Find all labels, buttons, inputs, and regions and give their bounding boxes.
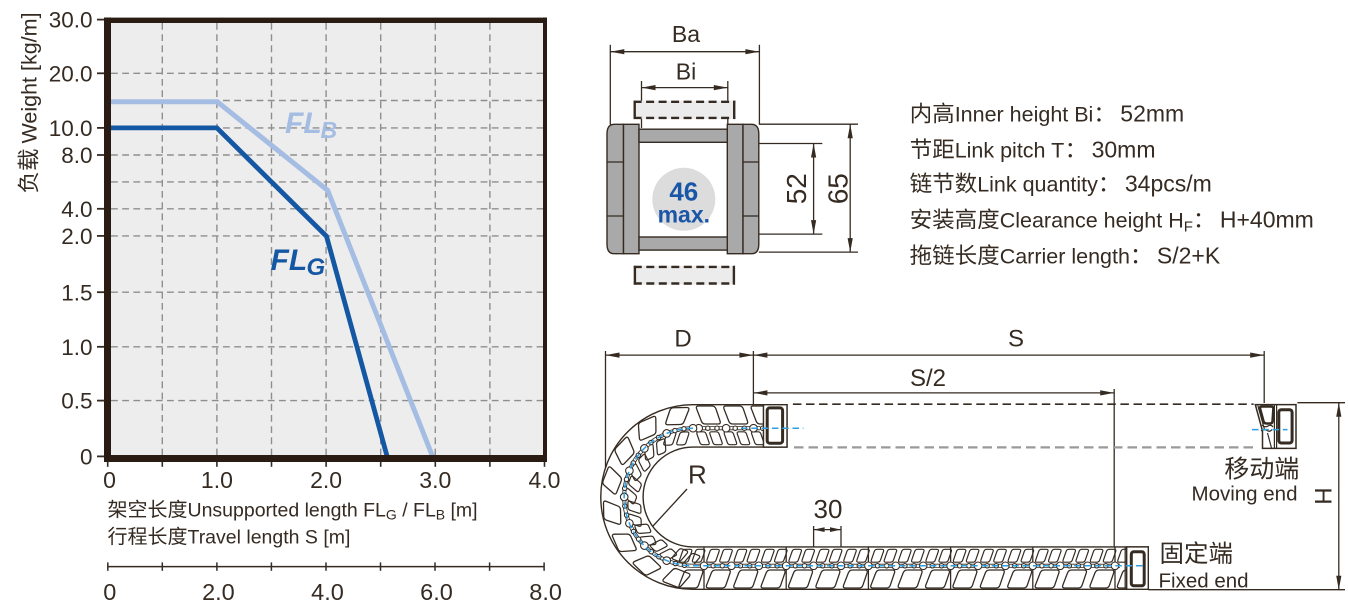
svg-text:S: S <box>1008 326 1024 353</box>
svg-text:8.0: 8.0 <box>529 579 562 605</box>
svg-text:0: 0 <box>103 579 116 605</box>
svg-text:R: R <box>688 460 707 490</box>
svg-text:30mm: 30mm <box>1092 136 1156 162</box>
svg-text:4.0: 4.0 <box>529 467 561 493</box>
svg-text:Unsupported length FL: Unsupported length FL <box>188 500 387 522</box>
svg-text:65: 65 <box>823 173 854 204</box>
svg-text:6.0: 6.0 <box>420 579 453 605</box>
svg-text:Moving end: Moving end <box>1192 483 1298 506</box>
svg-text:0: 0 <box>80 445 93 470</box>
svg-text:4.0: 4.0 <box>311 579 344 605</box>
svg-text:Carrier length: Carrier length <box>1000 244 1130 268</box>
svg-text:G: G <box>307 254 326 281</box>
svg-text:Link pitch T: Link pitch T <box>955 138 1065 162</box>
svg-text:D: D <box>674 326 691 353</box>
svg-text:Ba: Ba <box>672 21 700 47</box>
svg-text:Clearance height H: Clearance height H <box>1000 208 1184 232</box>
svg-text:52mm: 52mm <box>1120 101 1184 127</box>
svg-text:FL: FL <box>271 244 308 277</box>
svg-text:2.0: 2.0 <box>61 224 92 249</box>
svg-text:S/2: S/2 <box>910 365 946 392</box>
svg-text:max.: max. <box>658 202 710 228</box>
svg-text:FL: FL <box>285 107 322 140</box>
svg-text:2.0: 2.0 <box>310 467 342 493</box>
svg-text:Bi: Bi <box>676 59 696 85</box>
svg-text:Weight [kg/m]: Weight [kg/m] <box>18 12 42 143</box>
svg-text:0: 0 <box>103 467 116 493</box>
svg-text:3.0: 3.0 <box>419 467 451 493</box>
svg-text:8.0: 8.0 <box>61 143 92 168</box>
svg-text:30: 30 <box>814 494 843 524</box>
svg-text:2.0: 2.0 <box>202 579 235 605</box>
svg-text:46: 46 <box>669 177 698 207</box>
svg-text:Inner height Bi: Inner height Bi <box>955 103 1094 127</box>
svg-text:Travel length S [m]: Travel length S [m] <box>188 527 351 549</box>
svg-text:0.5: 0.5 <box>61 389 92 414</box>
svg-text:G: G <box>386 507 397 523</box>
svg-text:Link quantity: Link quantity <box>977 172 1098 196</box>
svg-text:1.0: 1.0 <box>201 467 233 493</box>
svg-text:S/2+K: S/2+K <box>1157 242 1221 268</box>
svg-text:H: H <box>1309 487 1336 504</box>
svg-text:34pcs/m: 34pcs/m <box>1125 170 1212 196</box>
svg-text:52: 52 <box>781 173 812 204</box>
svg-text:F: F <box>1184 218 1193 235</box>
svg-text:1.5: 1.5 <box>61 280 92 305</box>
svg-text:Fixed end: Fixed end <box>1159 570 1249 593</box>
svg-text:H+40mm: H+40mm <box>1220 206 1314 232</box>
svg-text:10.0: 10.0 <box>49 116 93 141</box>
svg-text:4.0: 4.0 <box>61 197 92 222</box>
svg-text:[m]: [m] <box>445 500 478 522</box>
svg-text:30.0: 30.0 <box>49 8 93 33</box>
svg-text:B: B <box>321 117 338 143</box>
svg-text:/ FL: / FL <box>397 500 436 522</box>
svg-text:B: B <box>436 507 445 523</box>
svg-text:20.0: 20.0 <box>49 61 93 86</box>
svg-text:1.0: 1.0 <box>61 335 92 360</box>
